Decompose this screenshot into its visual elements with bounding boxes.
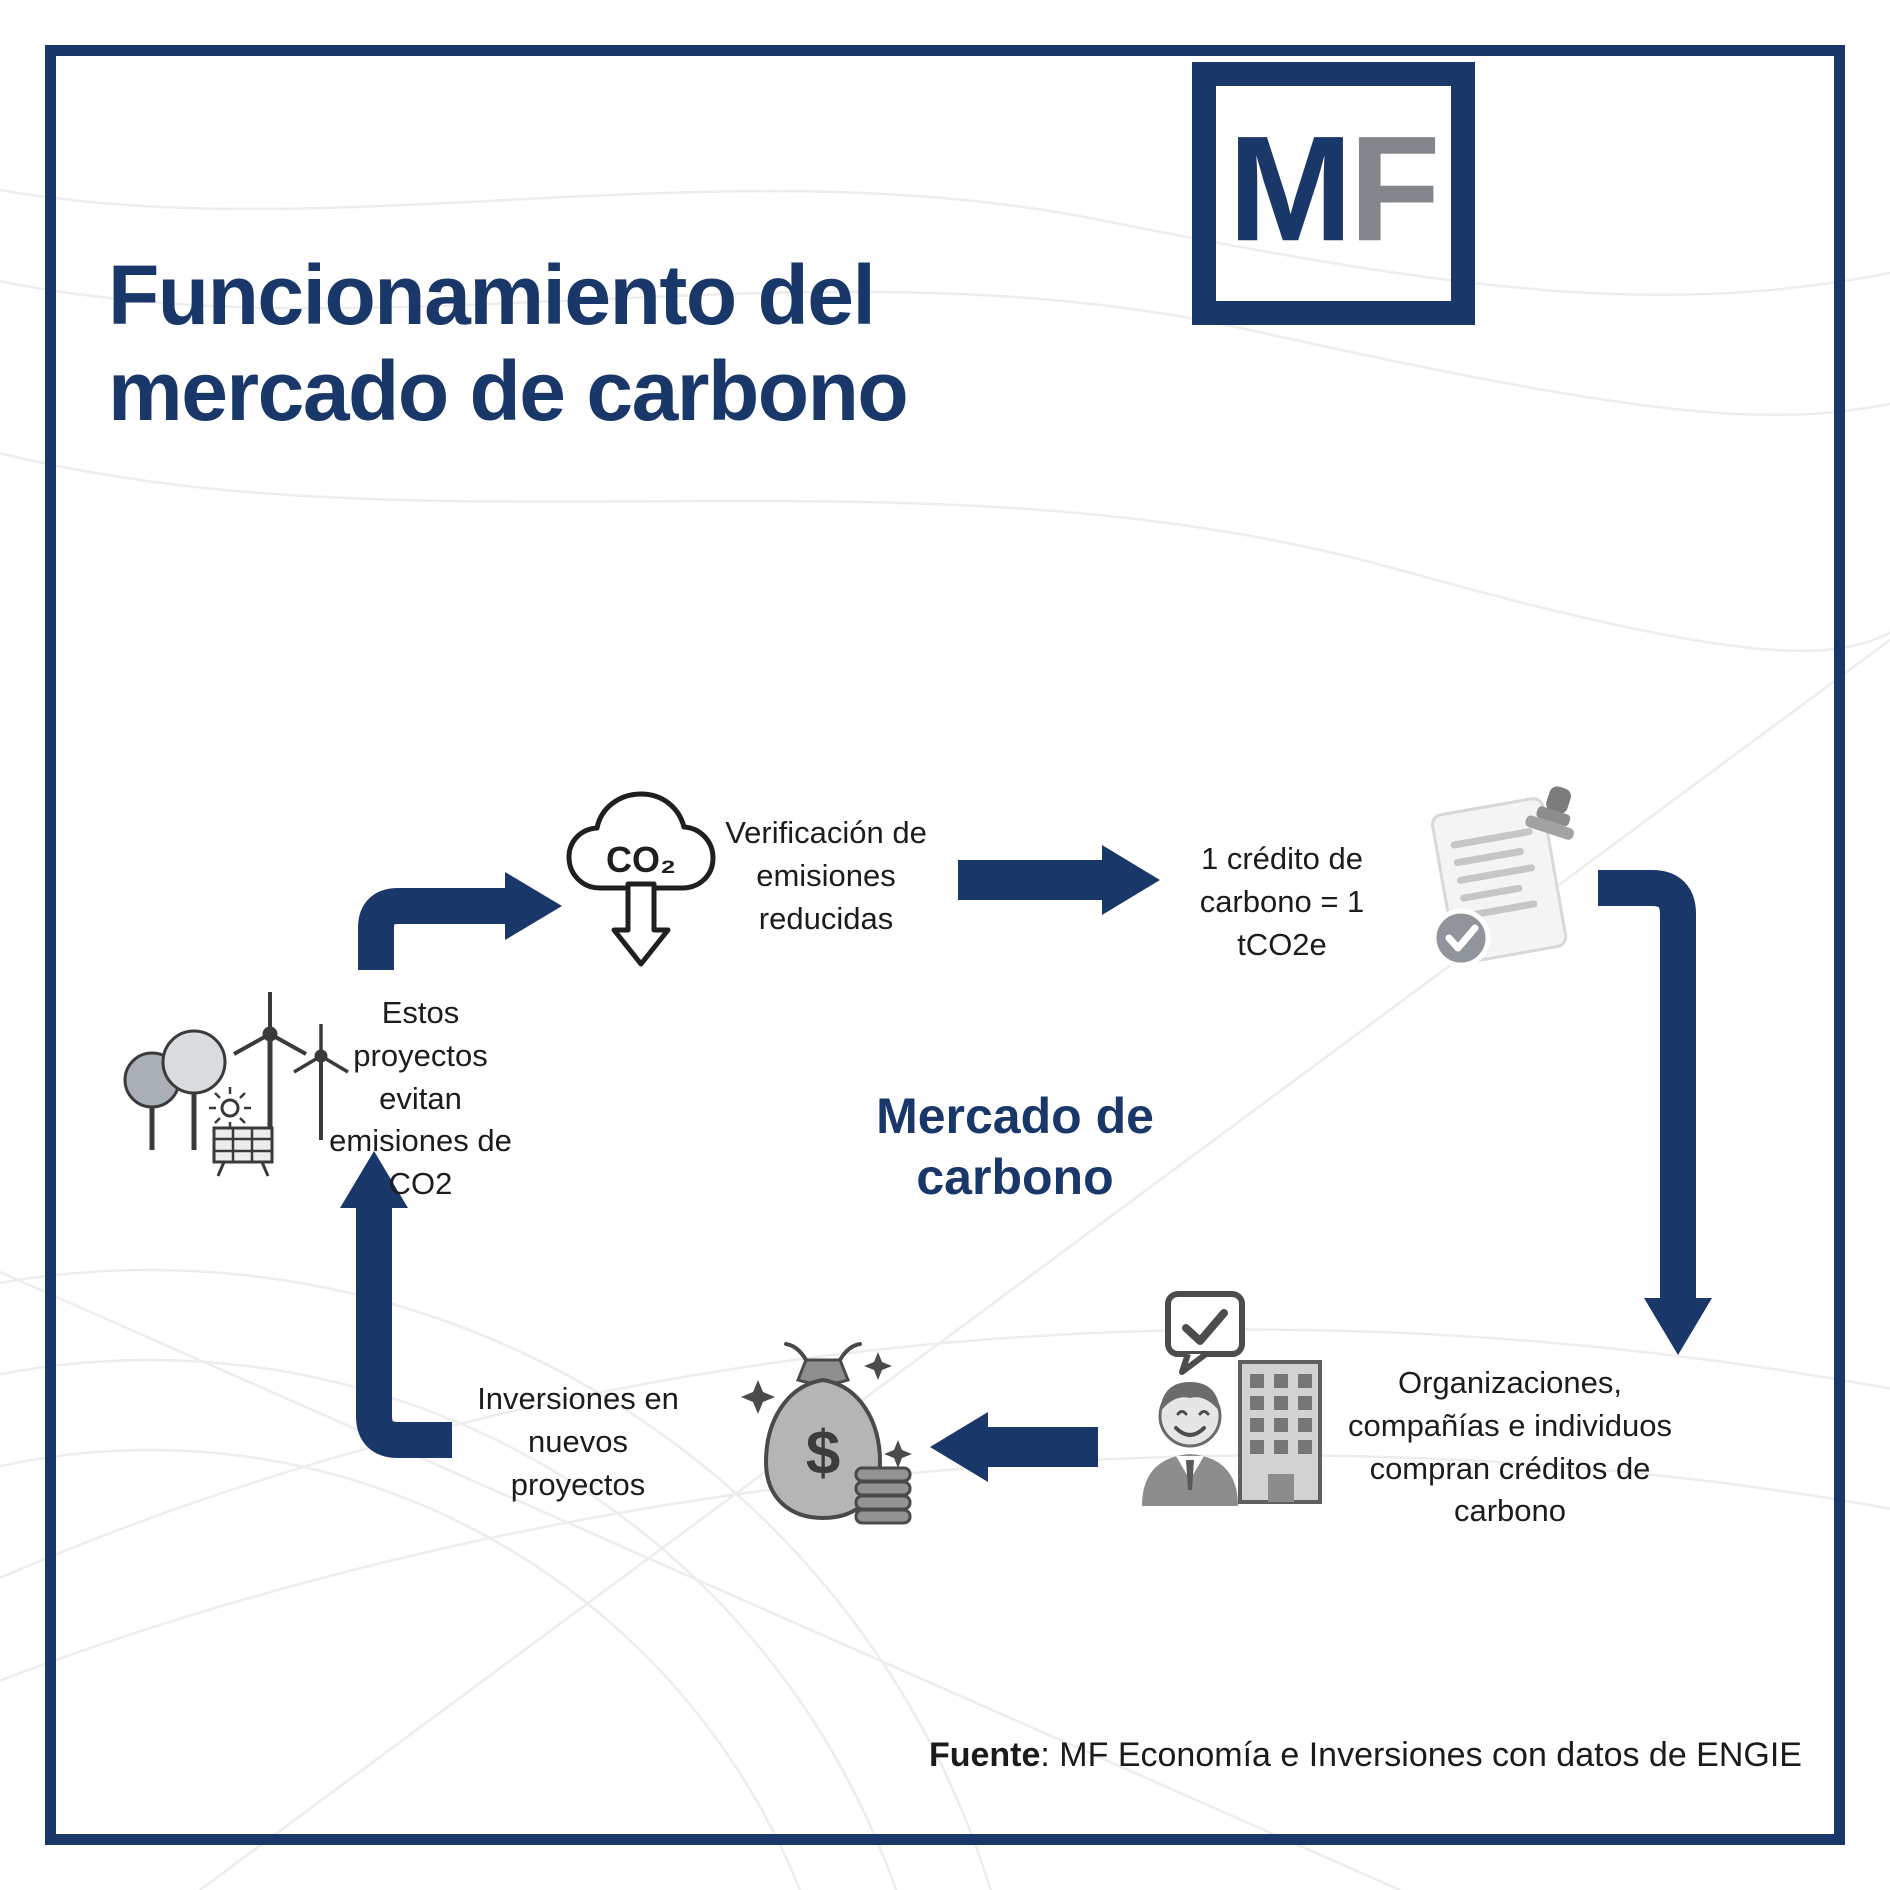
source-label: Fuente [928, 1736, 1041, 1774]
certificate-stamp-icon [1431, 786, 1574, 968]
source-text: : MF Economía e Inversiones con datos de… [1040, 1736, 1802, 1774]
money-bag-icon: $ [741, 1342, 912, 1525]
dollar-sign-text: $ [806, 1419, 840, 1488]
renewable-energy-icon [123, 992, 349, 1177]
arrow-credit-to-buyers [1598, 870, 1712, 1355]
page-title: Funcionamiento del mercado de carbono [108, 248, 909, 440]
arrow-projects-to-verification [358, 872, 562, 970]
mf-logo: MF [1192, 62, 1475, 325]
arrow-verification-to-credit [958, 845, 1160, 915]
stamp-icon [1525, 786, 1574, 840]
source-note: Fuente: MF Economía e Inversiones con da… [929, 1736, 1802, 1775]
step-label-investment: Inversiones en nuevos proyectos [477, 1381, 679, 1502]
arrow-buyers-to-investment [930, 1412, 1098, 1482]
title-line-1: Funcionamiento del [108, 248, 876, 342]
step-label-projects: Estos proyectos evitan emisiones de CO2 [329, 995, 512, 1202]
co2-cloud-icon: CO₂ [566, 791, 716, 967]
step-label-credit: 1 crédito de carbono = 1 tCO2e [1199, 841, 1365, 962]
mf-logo-letters: MF [1228, 102, 1441, 275]
step-label-verification: Verificación de emisiones reducidas [725, 815, 927, 936]
buyers-icon [1142, 1291, 1322, 1506]
title-line-2: mercado de carbono [108, 343, 909, 438]
logo-letter-m: M [1228, 103, 1353, 272]
center-label: Mercado de carbono [876, 1088, 1154, 1205]
step-label-buyers: Organizaciones, compañías e individuos c… [1348, 1365, 1672, 1529]
co2-text: CO₂ [606, 839, 676, 880]
logo-letter-f: F [1348, 103, 1441, 272]
